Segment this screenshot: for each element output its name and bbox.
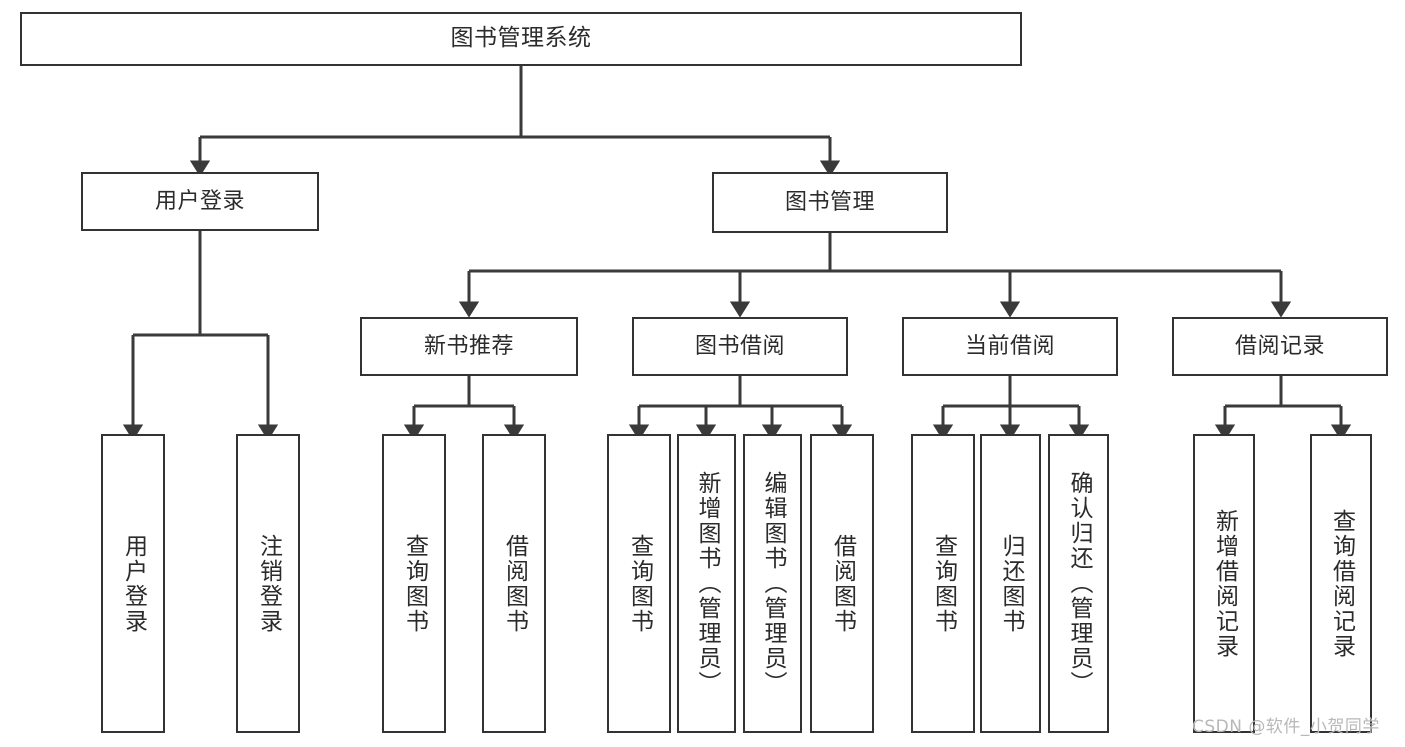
node-label: 新增借阅记录 [1211, 508, 1238, 659]
node-new-book-recommend[interactable]: 新书推荐 [360, 317, 578, 376]
leaf-current-query-book[interactable]: 查询图书 [911, 434, 975, 733]
node-label: 借阅图书 [501, 533, 528, 634]
node-book-borrow[interactable]: 图书借阅 [632, 317, 848, 376]
node-label: 用户登录 [154, 188, 245, 214]
node-user-login[interactable]: 用户登录 [81, 172, 319, 231]
leaf-borrow-query-book[interactable]: 查询图书 [607, 434, 671, 733]
leaf-record-add-record[interactable]: 新增借阅记录 [1193, 434, 1255, 733]
node-label: 新增图书（管理员） [694, 471, 720, 696]
node-book-management[interactable]: 图书管理 [712, 172, 948, 233]
node-label: 图书管理系统 [450, 25, 592, 52]
leaf-borrow-edit-book-admin[interactable]: 编辑图书（管理员） [743, 434, 802, 733]
node-label: 图书管理 [784, 189, 875, 215]
node-root-system[interactable]: 图书管理系统 [20, 12, 1022, 66]
node-label: 新书推荐 [423, 333, 514, 359]
leaf-recommend-borrow-book[interactable]: 借阅图书 [482, 434, 546, 733]
node-label: 查询图书 [930, 533, 957, 634]
csdn-watermark: CSDN @软件_小贺同学 [1192, 717, 1380, 737]
node-borrow-record[interactable]: 借阅记录 [1172, 317, 1388, 376]
leaf-current-confirm-return-admin[interactable]: 确认归还（管理员） [1048, 434, 1109, 733]
node-label: 归还图书 [998, 533, 1024, 634]
node-label: 查询图书 [626, 533, 653, 634]
leaf-borrow-borrow-book[interactable]: 借阅图书 [810, 434, 874, 733]
node-label: 查询图书 [401, 533, 428, 634]
leaf-user-login-login[interactable]: 用户登录 [101, 434, 165, 733]
node-label: 用户登录 [120, 533, 147, 634]
node-label: 图书借阅 [694, 333, 785, 359]
leaf-borrow-add-book-admin[interactable]: 新增图书（管理员） [677, 434, 736, 733]
node-current-borrow[interactable]: 当前借阅 [902, 317, 1118, 376]
leaf-recommend-query-book[interactable]: 查询图书 [382, 434, 446, 733]
node-label: 当前借阅 [964, 333, 1055, 359]
node-label: 确认归还（管理员） [1066, 471, 1092, 696]
node-label: 编辑图书（管理员） [760, 471, 786, 696]
leaf-user-login-logout[interactable]: 注销登录 [236, 434, 300, 733]
node-label: 借阅图书 [829, 533, 856, 634]
leaf-record-query-record[interactable]: 查询借阅记录 [1310, 434, 1372, 733]
leaf-current-return-book[interactable]: 归还图书 [980, 434, 1041, 733]
node-label: 注销登录 [255, 533, 282, 634]
node-label: 借阅记录 [1234, 333, 1325, 359]
node-label: 查询借阅记录 [1328, 508, 1355, 659]
